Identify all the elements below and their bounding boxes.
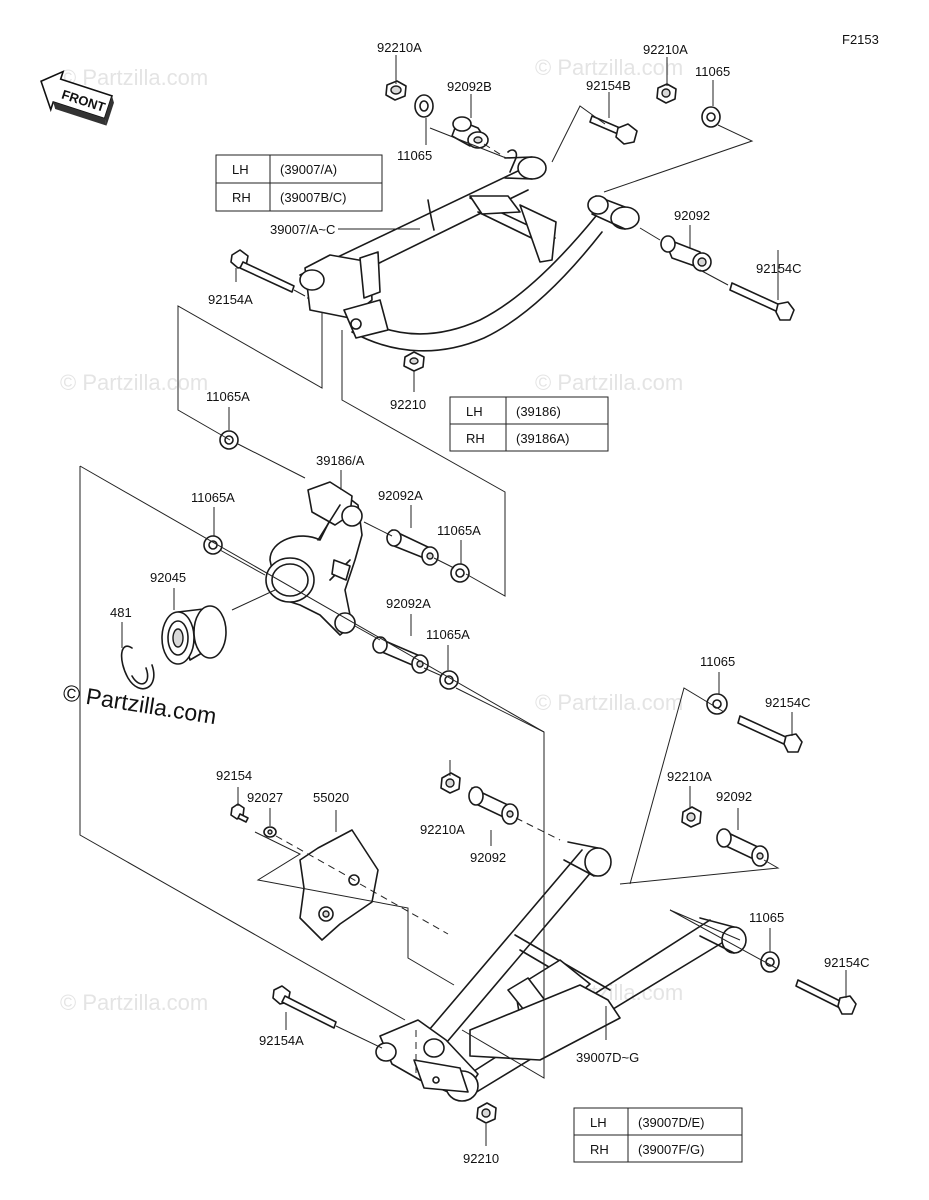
part-label: 39007/A~C bbox=[270, 222, 335, 237]
part-label: 92210A bbox=[420, 822, 465, 837]
washer-icon bbox=[701, 106, 721, 128]
nut-icon bbox=[681, 806, 702, 828]
part-label: 11065 bbox=[749, 910, 784, 925]
part-label: 92092 bbox=[470, 850, 506, 865]
table-side: RH bbox=[232, 190, 251, 205]
figure-code: F2153 bbox=[842, 32, 879, 47]
watermark: © Partzilla.com bbox=[60, 65, 208, 90]
part-label: 92210 bbox=[463, 1151, 499, 1166]
snap-ring-icon bbox=[120, 645, 155, 690]
part-label: 92154A bbox=[259, 1033, 304, 1048]
table-knuckle: LH (39186) RH (39186A) bbox=[449, 396, 609, 452]
part-label: 92154A bbox=[208, 292, 253, 307]
bolt-icon bbox=[272, 985, 337, 1029]
bushing-icon bbox=[451, 116, 489, 149]
part-label: 92092A bbox=[378, 488, 423, 503]
washer-icon bbox=[414, 94, 434, 118]
part-label: 92210A bbox=[643, 42, 688, 57]
part-label: 92210A bbox=[377, 40, 422, 55]
bolt-icon bbox=[795, 979, 857, 1015]
washer-icon bbox=[706, 693, 728, 715]
part-label: 39186/A bbox=[316, 453, 365, 468]
bushing-icon bbox=[660, 235, 712, 272]
part-label: 92154C bbox=[765, 695, 811, 710]
lower-a-arm bbox=[375, 841, 747, 1102]
knuckle-hardware bbox=[120, 430, 470, 690]
table-side: LH bbox=[232, 162, 249, 177]
table-side: LH bbox=[466, 404, 483, 419]
bolt-icon bbox=[737, 715, 803, 753]
watermark: © Partzilla.com bbox=[535, 370, 683, 395]
table-upper-arm: LH (39007/A) RH (39007B/C) bbox=[215, 154, 383, 212]
part-label: 92027 bbox=[247, 790, 283, 805]
part-label: 11065A bbox=[206, 389, 250, 404]
part-label: 11065 bbox=[397, 148, 432, 163]
table-part: (39007D/E) bbox=[638, 1115, 704, 1130]
table-part: (39007B/C) bbox=[280, 190, 346, 205]
steering-knuckle bbox=[265, 481, 363, 636]
part-label: 11065A bbox=[437, 523, 481, 538]
part-label: 11065A bbox=[426, 627, 470, 642]
part-label: 11065A bbox=[191, 490, 235, 505]
bolt-icon bbox=[729, 282, 795, 321]
part-label: 11065 bbox=[700, 654, 735, 669]
nut-icon bbox=[385, 80, 407, 101]
bushing-icon bbox=[372, 636, 429, 674]
washer-icon bbox=[263, 826, 277, 838]
bearing-icon bbox=[161, 605, 227, 665]
nut-icon bbox=[476, 1102, 497, 1124]
part-label: 39007D~G bbox=[576, 1050, 639, 1065]
table-part: (39007/A) bbox=[280, 162, 337, 177]
part-label: 92045 bbox=[150, 570, 186, 585]
nut-icon bbox=[403, 351, 425, 372]
watermark: © Partzilla.com bbox=[535, 55, 683, 80]
part-label: 11065 bbox=[695, 64, 730, 79]
nut-icon bbox=[440, 772, 461, 794]
table-part: (39186A) bbox=[516, 431, 569, 446]
table-part: (39186) bbox=[516, 404, 561, 419]
table-side: RH bbox=[590, 1142, 609, 1157]
part-label: 92092 bbox=[674, 208, 710, 223]
part-label: 92092 bbox=[716, 789, 752, 804]
lower-hardware bbox=[230, 693, 857, 1124]
table-side: LH bbox=[590, 1115, 607, 1130]
bolt-icon bbox=[230, 803, 249, 823]
washer-icon bbox=[760, 951, 780, 973]
bushing-icon bbox=[386, 529, 439, 566]
part-label: 92154C bbox=[756, 261, 802, 276]
washer-icon bbox=[450, 563, 470, 583]
table-part: (39007F/G) bbox=[638, 1142, 704, 1157]
watermark: © Partzilla.com bbox=[535, 690, 683, 715]
part-label: 92154B bbox=[586, 78, 631, 93]
part-label: 92154 bbox=[216, 768, 252, 783]
bolt-icon bbox=[589, 115, 638, 145]
part-label: 92210 bbox=[390, 397, 426, 412]
bushing-icon bbox=[716, 828, 769, 867]
bushing-icon bbox=[468, 786, 519, 825]
leader-lines bbox=[79, 55, 847, 1146]
bolt-icon bbox=[230, 249, 295, 293]
watermark: © Partzilla.com bbox=[60, 370, 208, 395]
guard-plate-icon bbox=[299, 829, 379, 941]
upper-a-arm bbox=[299, 149, 640, 352]
part-label: 92210A bbox=[667, 769, 712, 784]
part-label: 92092B bbox=[447, 79, 492, 94]
part-label: 92092A bbox=[386, 596, 431, 611]
front-arrow-icon: FRONT bbox=[40, 70, 114, 126]
part-label: 481 bbox=[110, 605, 132, 620]
table-side: RH bbox=[466, 431, 485, 446]
upper-hardware bbox=[230, 80, 795, 372]
part-labels: 92210A 92092B 11065 92210A 92154B 11065 … bbox=[110, 40, 870, 1166]
watermark: © Partzilla.com bbox=[60, 990, 208, 1015]
watermark-main: © Partzilla.com bbox=[61, 679, 218, 729]
part-label: 92154C bbox=[824, 955, 870, 970]
nut-icon bbox=[656, 83, 677, 104]
part-label: 55020 bbox=[313, 790, 349, 805]
table-lower-arm: LH (39007D/E) RH (39007F/G) bbox=[573, 1107, 743, 1163]
